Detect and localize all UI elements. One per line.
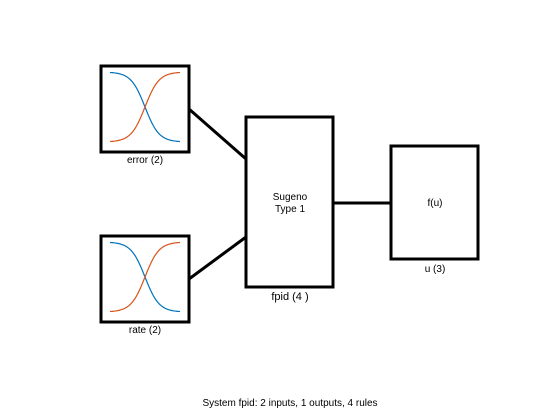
connector-error-to-system bbox=[188, 107, 247, 161]
membership-function-2 bbox=[109, 71, 181, 143]
input-label-rate: rate (2) bbox=[129, 325, 161, 336]
system-label: fpid (4 ) bbox=[271, 291, 308, 303]
system-box bbox=[244, 115, 335, 289]
connector-rate-to-system bbox=[188, 235, 247, 281]
input-box-error bbox=[99, 64, 191, 154]
output-label: u (3) bbox=[425, 264, 446, 275]
system-type-line2: Type 1 bbox=[275, 204, 305, 215]
input-block-error[interactable]: error (2) bbox=[99, 64, 191, 166]
system-block[interactable]: Sugeno Type 1 fpid (4 ) bbox=[244, 115, 335, 303]
system-summary: System fpid: 2 inputs, 1 outputs, 4 rule… bbox=[202, 398, 377, 409]
output-block[interactable]: f(u) u (3) bbox=[389, 144, 480, 275]
input-box-rate bbox=[99, 234, 191, 324]
output-box bbox=[389, 144, 480, 261]
input-label-error: error (2) bbox=[127, 155, 163, 166]
input-block-rate[interactable]: rate (2) bbox=[99, 234, 191, 336]
system-type-line1: Sugeno bbox=[273, 192, 308, 203]
membership-function-2 bbox=[109, 241, 181, 313]
output-function: f(u) bbox=[428, 198, 443, 209]
